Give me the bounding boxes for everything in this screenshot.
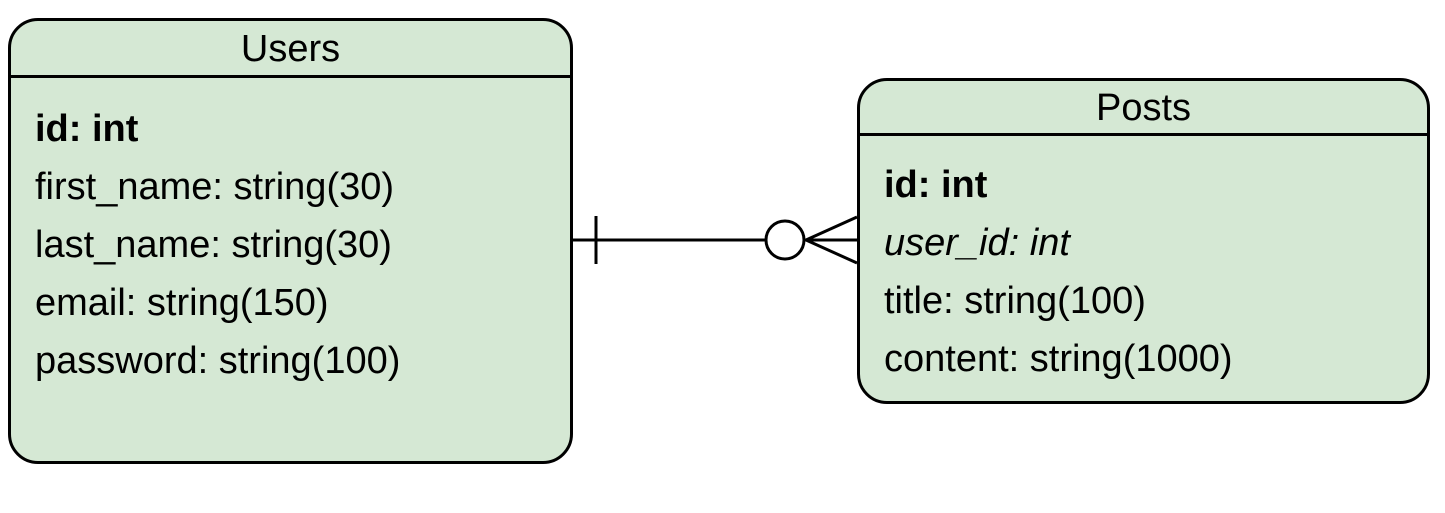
users-attribute-list: id: int first_name: string(30) last_name… bbox=[11, 78, 570, 390]
users-attr-first-name: first_name: string(30) bbox=[35, 166, 395, 208]
posts-attr-content: content: string(1000) bbox=[884, 338, 1233, 380]
posts-entity[interactable]: Posts id: int user_id: int title: string… bbox=[857, 78, 1430, 404]
users-entity[interactable]: Users id: int first_name: string(30) las… bbox=[8, 18, 573, 464]
posts-attr-title: title: string(100) bbox=[884, 280, 1146, 322]
users-attr-email: email: string(150) bbox=[35, 282, 329, 324]
users-attr-id: id: int bbox=[35, 108, 139, 150]
zero-cardinality-circle bbox=[764, 219, 806, 261]
posts-attribute-list: id: int user_id: int title: string(100) … bbox=[860, 136, 1427, 388]
posts-attr-id: id: int bbox=[884, 164, 988, 206]
users-attr-password: password: string(100) bbox=[35, 340, 401, 382]
posts-entity-title: Posts bbox=[860, 81, 1427, 136]
users-attr-last-name: last_name: string(30) bbox=[35, 224, 392, 266]
posts-attr-user-id: user_id: int bbox=[884, 222, 1070, 264]
users-entity-title: Users bbox=[11, 21, 570, 78]
